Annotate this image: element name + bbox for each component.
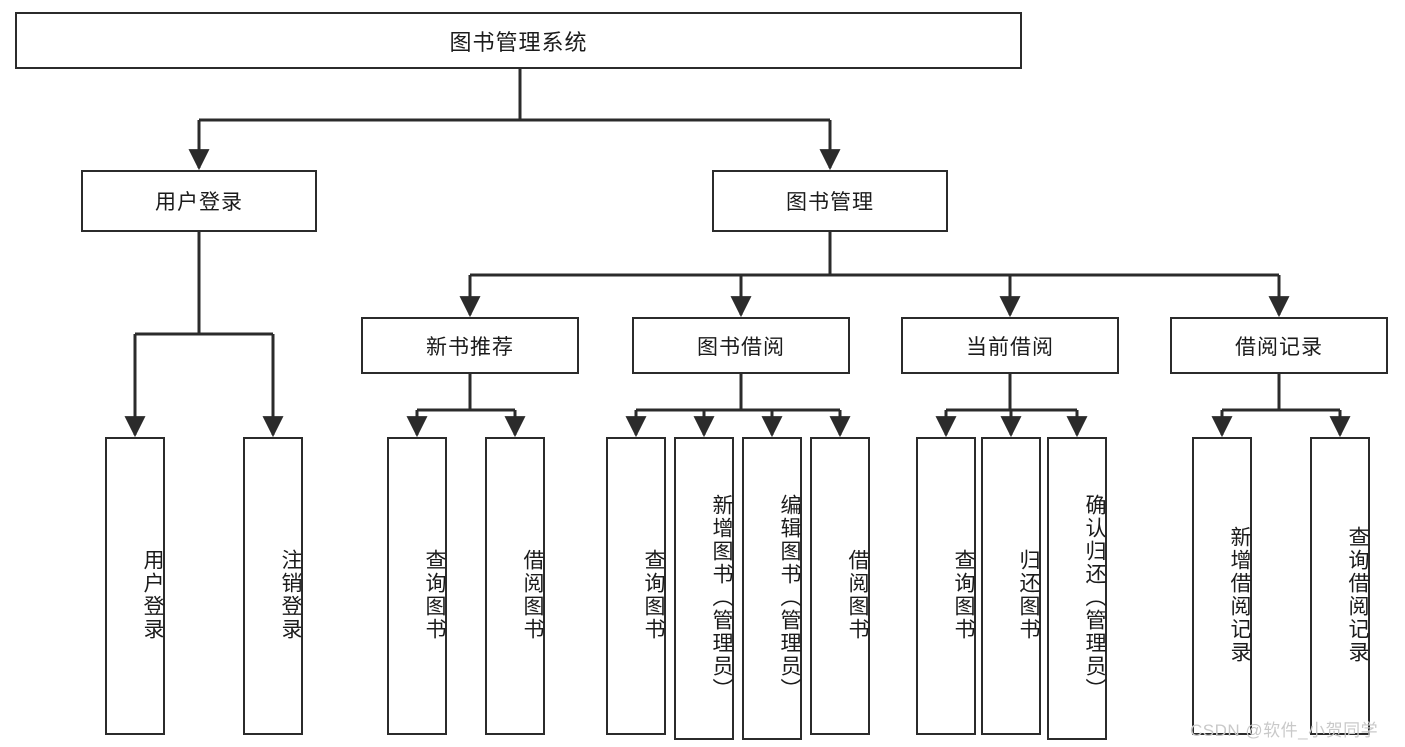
leaf-query-book-recommend-label: 查询图书: [423, 549, 446, 641]
csdn-watermark: CSDN @软件_小贺同学: [1190, 721, 1379, 740]
leaf-edit-book-admin-label: 编辑图书（管理员）: [778, 494, 801, 701]
leaf-query-borrow-record-label: 查询借阅记录: [1346, 526, 1369, 664]
node-current-borrow[interactable]: 当前借阅: [901, 317, 1119, 374]
node-borrow-records-label: 借阅记录: [1235, 335, 1323, 359]
node-book-borrow[interactable]: 图书借阅: [632, 317, 850, 374]
leaf-borrow-book[interactable]: 借阅图书: [810, 437, 870, 735]
leaf-add-borrow-record-label: 新增借阅记录: [1228, 526, 1251, 664]
leaf-query-book-borrow-label: 查询图书: [642, 549, 665, 641]
node-borrow-records[interactable]: 借阅记录: [1170, 317, 1388, 374]
leaf-logout-label: 注销登录: [279, 549, 302, 641]
leaf-add-book-admin-label: 新增图书（管理员）: [710, 494, 733, 701]
leaf-query-book-recommend[interactable]: 查询图书: [387, 437, 447, 735]
node-user-login[interactable]: 用户登录: [81, 170, 317, 232]
leaf-return-book-label: 归还图书: [1017, 549, 1040, 641]
leaf-user-login-label: 用户登录: [141, 549, 164, 641]
leaf-logout[interactable]: 注销登录: [243, 437, 303, 735]
leaf-query-book-borrow[interactable]: 查询图书: [606, 437, 666, 735]
leaf-edit-book-admin[interactable]: 编辑图书（管理员）: [742, 437, 802, 740]
node-book-admin[interactable]: 图书管理: [712, 170, 948, 232]
node-new-book-recommend-label: 新书推荐: [426, 335, 514, 359]
leaf-query-book-current-label: 查询图书: [952, 549, 975, 641]
leaf-borrow-book-recommend[interactable]: 借阅图书: [485, 437, 545, 735]
node-current-borrow-label: 当前借阅: [966, 335, 1054, 359]
node-root-label: 图书管理系统: [449, 29, 588, 55]
node-root[interactable]: 图书管理系统: [15, 12, 1022, 69]
leaf-query-borrow-record[interactable]: 查询借阅记录: [1310, 437, 1370, 735]
leaf-confirm-return-admin-label: 确认归还（管理员）: [1083, 494, 1106, 701]
leaf-add-book-admin[interactable]: 新增图书（管理员）: [674, 437, 734, 740]
leaf-return-book[interactable]: 归还图书: [981, 437, 1041, 735]
leaf-borrow-book-recommend-label: 借阅图书: [521, 549, 544, 641]
node-user-login-label: 用户登录: [155, 191, 243, 214]
leaf-add-borrow-record[interactable]: 新增借阅记录: [1192, 437, 1252, 735]
leaf-user-login[interactable]: 用户登录: [105, 437, 165, 735]
leaf-borrow-book-label: 借阅图书: [846, 549, 869, 641]
leaf-query-book-current[interactable]: 查询图书: [916, 437, 976, 735]
node-book-admin-label: 图书管理: [786, 191, 874, 214]
leaf-confirm-return-admin[interactable]: 确认归还（管理员）: [1047, 437, 1107, 740]
node-new-book-recommend[interactable]: 新书推荐: [361, 317, 579, 374]
node-book-borrow-label: 图书借阅: [697, 335, 785, 359]
